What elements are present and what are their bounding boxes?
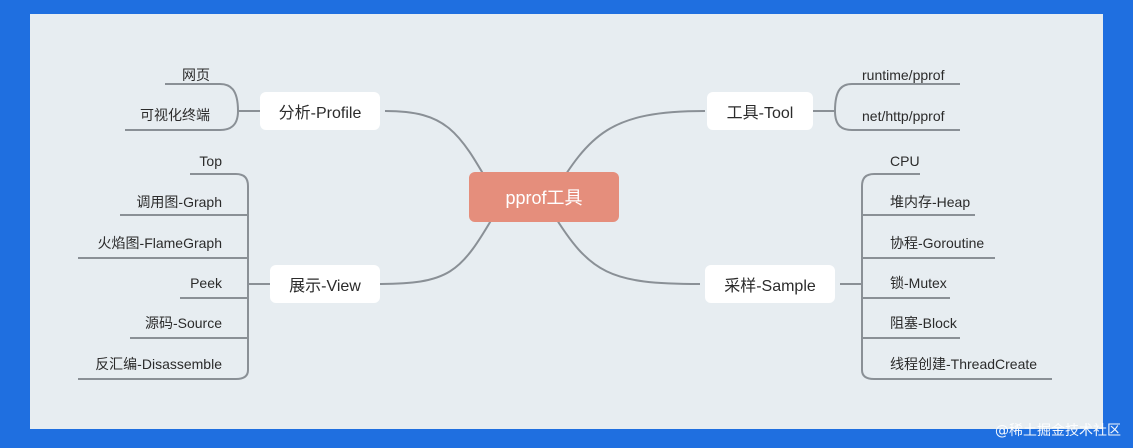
branch-view[interactable]: 展示-View — [270, 265, 380, 303]
link-center-view — [374, 211, 497, 285]
leaf-view-flamegraph[interactable]: 火焰图-FlameGraph — [97, 235, 222, 251]
leaf-sample-cpu[interactable]: CPU — [890, 153, 920, 169]
leaf-view-source[interactable]: 源码-Source — [144, 315, 222, 331]
leaf-profile-web[interactable]: 网页 — [182, 67, 210, 83]
leaf-view-graph[interactable]: 调用图-Graph — [136, 194, 222, 210]
link-center-sample — [551, 211, 701, 285]
branch-tool[interactable]: 工具-Tool — [707, 92, 813, 130]
leaf-sample-mutex[interactable]: 锁-Mutex — [890, 275, 947, 291]
connector-lines — [78, 83, 1052, 380]
branch-sample-label: 采样-Sample — [724, 278, 816, 295]
central-topic[interactable]: pprof工具 — [469, 172, 619, 222]
leaf-view-top[interactable]: Top — [199, 153, 222, 169]
branch-sample[interactable]: 采样-Sample — [705, 265, 835, 303]
branch-profile-label: 分析-Profile — [278, 105, 362, 122]
leaf-profile-terminal[interactable]: 可视化终端 — [140, 107, 210, 123]
central-topic-label: pprof工具 — [505, 188, 583, 208]
leaf-view-disassemble[interactable]: 反汇编-Disassemble — [95, 356, 222, 372]
mindmap-canvas: pprof工具 分析-Profile 展示-View 工具-Tool 采样-Sa… — [30, 14, 1103, 429]
branch-profile[interactable]: 分析-Profile — [260, 92, 380, 130]
leaf-sample-heap[interactable]: 堆内存-Heap — [890, 194, 971, 210]
leaf-sample-threadcreate[interactable]: 线程创建-ThreadCreate — [890, 356, 1038, 372]
leaf-tool-net-http-pprof[interactable]: net/http/pprof — [862, 108, 945, 124]
leaf-sample-goroutine[interactable]: 协程-Goroutine — [890, 235, 985, 251]
watermark-text: @稀土掘金技术社区 — [995, 423, 1121, 439]
leaf-sample-block[interactable]: 阻塞-Block — [890, 315, 957, 331]
leaf-tool-runtime-pprof[interactable]: runtime/pprof — [862, 67, 945, 83]
branch-tool-label: 工具-Tool — [726, 105, 794, 122]
leaf-view-peek[interactable]: Peek — [190, 275, 222, 291]
branch-view-label: 展示-View — [289, 278, 361, 295]
